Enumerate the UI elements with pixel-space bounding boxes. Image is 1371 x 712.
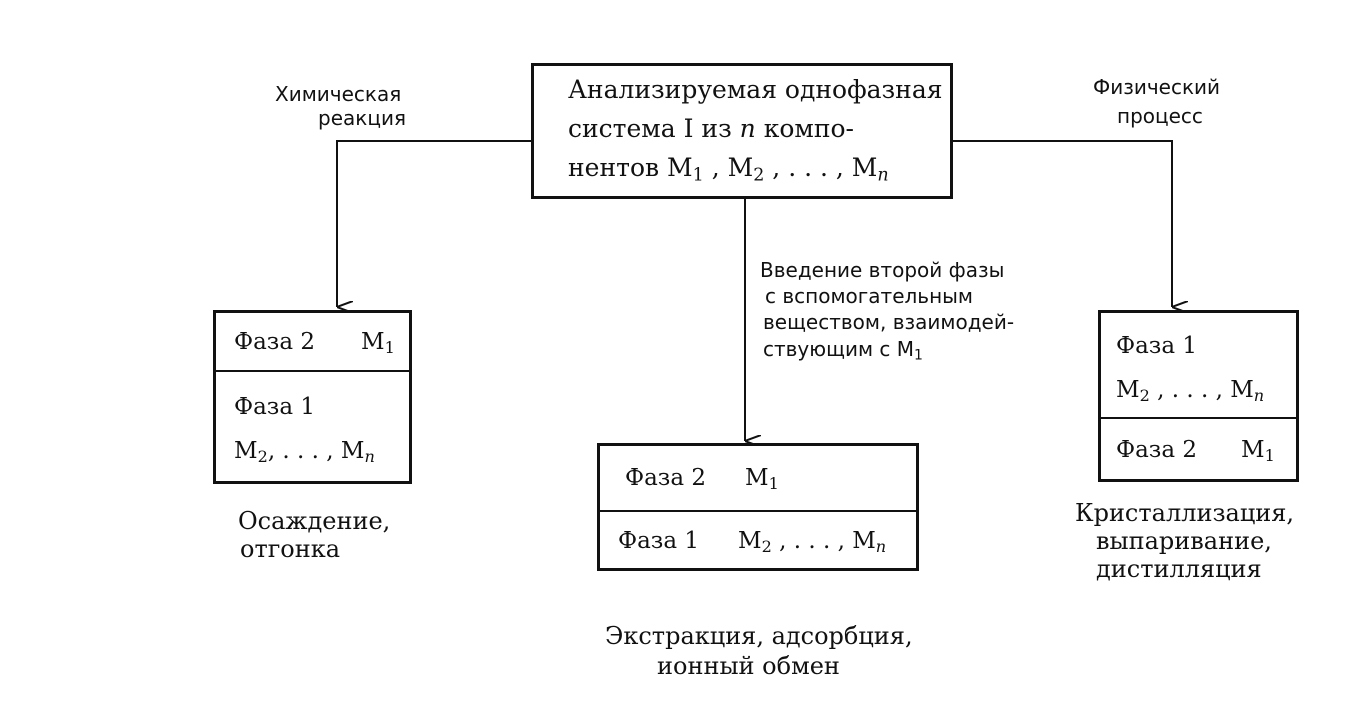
label-physical-process-2: процесс: [1117, 104, 1203, 128]
label-physical-process-1: Физический: [1093, 75, 1221, 99]
right-top-components: M2 , . . . , Mn: [1116, 377, 1265, 406]
left-box-top-cell: Фаза 2 M1: [216, 313, 409, 372]
caption-left-1: Осаждение,: [238, 507, 391, 535]
arrow-physical-process: [953, 140, 1172, 307]
caption-middle-1: Экстракция, адсорбция,: [605, 622, 913, 650]
middle-bottom-components: M2 , . . . , Mn: [738, 528, 887, 557]
left-top-component: M1: [361, 329, 395, 358]
middle-phase-box: Фаза 2 M1 Фаза 1 M2 , . . . , Mn: [597, 443, 919, 571]
label-second-phase-1: Введение второй фазы: [760, 258, 1005, 282]
right-bottom-phase-label: Фаза 2: [1116, 437, 1198, 463]
right-box-top-cell: Фаза 1 M2 , . . . , Mn: [1101, 313, 1296, 419]
middle-box-bottom-cell: Фаза 1 M2 , . . . , Mn: [600, 512, 916, 568]
caption-right-3: дистилляция: [1096, 555, 1262, 583]
arrow-chemical-reaction: [336, 140, 531, 307]
left-top-phase-label: Фаза 2: [234, 329, 316, 355]
right-phase-box: Фаза 1 M2 , . . . , Mn Фаза 2 M1: [1098, 310, 1299, 482]
left-box-bottom-cell: Фаза 1 M2, . . . , Mn: [216, 372, 409, 481]
left-phase-box: Фаза 2 M1 Фаза 1 M2, . . . , Mn: [213, 310, 412, 484]
right-bottom-component: M1: [1241, 437, 1275, 466]
source-line-3: нентов M1 , M2 , . . . , Mn: [568, 153, 889, 186]
label-second-phase-4: ствующим с M1: [763, 337, 923, 364]
caption-right-2: выпаривание,: [1096, 527, 1272, 555]
middle-box-top-cell: Фаза 2 M1: [600, 446, 916, 512]
label-chemical-reaction-2: реакция: [318, 106, 406, 130]
right-box-bottom-cell: Фаза 2 M1: [1101, 419, 1296, 479]
right-top-phase-label: Фаза 1: [1116, 333, 1198, 359]
left-bottom-components: M2, . . . , Mn: [234, 438, 375, 467]
source-system-box: Анализируемая однофазная система I из n …: [531, 63, 953, 199]
source-line-2: система I из n компо-: [568, 114, 854, 143]
label-chemical-reaction-1: Химическая: [275, 82, 402, 106]
source-line-1: Анализируемая однофазная: [568, 75, 943, 104]
caption-right-1: Кристаллизация,: [1075, 499, 1295, 527]
caption-middle-2: ионный обмен: [657, 652, 840, 680]
label-second-phase-3: веществом, взаимодей-: [763, 310, 1015, 334]
left-bottom-phase-label: Фаза 1: [234, 394, 316, 420]
caption-left-2: отгонка: [240, 535, 341, 563]
label-second-phase-2: с вспомогательным: [765, 284, 974, 308]
middle-top-component: M1: [745, 465, 779, 494]
middle-bottom-phase-label: Фаза 1: [618, 528, 700, 554]
middle-top-phase-label: Фаза 2: [625, 465, 707, 491]
